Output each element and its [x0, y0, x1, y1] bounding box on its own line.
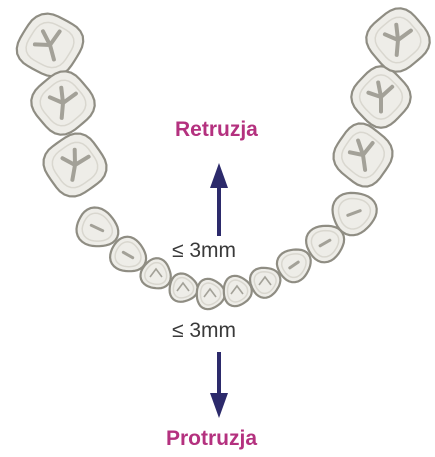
incisor-tooth — [197, 279, 225, 309]
molar-tooth — [351, 66, 410, 127]
premolar-tooth — [333, 193, 377, 235]
premolar-tooth — [306, 226, 344, 262]
molar-tooth — [17, 14, 83, 77]
protruzja-label: Protruzja — [166, 427, 257, 451]
premolar-tooth — [110, 237, 146, 272]
molar-tooth — [366, 8, 429, 71]
premolar-tooth — [77, 208, 119, 247]
molar-tooth — [334, 124, 393, 187]
arrow-down-icon — [210, 352, 228, 418]
lower-dental-arch — [17, 8, 430, 309]
premolar-tooth — [277, 250, 311, 283]
molar-tooth — [31, 71, 94, 134]
retruzja-label: Retruzja — [175, 118, 258, 142]
incisor-tooth — [224, 276, 252, 306]
incisor-tooth — [170, 274, 198, 302]
protrusion-limit-value: ≤ 3mm — [172, 319, 236, 343]
arrow-up-icon — [210, 163, 228, 236]
retrusion-limit-value: ≤ 3mm — [172, 239, 236, 263]
incisor-tooth — [250, 268, 280, 298]
molar-tooth — [44, 134, 107, 197]
